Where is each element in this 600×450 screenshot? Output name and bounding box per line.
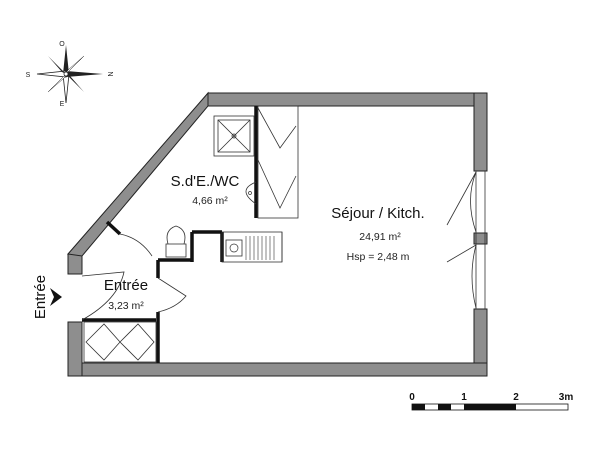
bathroom-area: 4,66 m²: [192, 195, 228, 207]
living-window: [446, 171, 488, 309]
hall-name: Entrée: [104, 277, 148, 294]
entry-door: [81, 271, 125, 321]
compass-east-label: E: [60, 101, 65, 108]
entrance-arrow-icon: [50, 288, 62, 306]
living-name: Séjour / Kitch.: [331, 205, 424, 222]
bathroom-closet: [257, 105, 299, 219]
outer-walls: [67, 91, 488, 377]
kitchen-unit: [221, 231, 283, 263]
washbasin: [245, 181, 257, 205]
entrance-label: Entrée: [32, 275, 49, 319]
toilet: [165, 225, 187, 258]
hall-area: 3,23 m²: [108, 300, 144, 312]
scale-tick-0: 0: [409, 392, 415, 403]
living-area: 24,91 m²: [359, 231, 401, 243]
shower-tray: [213, 115, 255, 157]
scale-bar: 0 1 2 3m: [409, 392, 574, 411]
compass-north-label: N: [106, 71, 113, 76]
bathroom-door: [119, 233, 153, 257]
bathroom-name: S.d'E./WC: [171, 173, 240, 190]
entrance-marker: Entrée: [32, 275, 62, 319]
scale-tick-1: 1: [461, 392, 467, 403]
compass-south-label: S: [26, 72, 31, 79]
compass-rose: O N S E: [26, 41, 113, 108]
scale-tick-2: 2: [513, 392, 519, 403]
hall-closet: [83, 321, 157, 363]
living-height: Hsp = 2,48 m: [347, 251, 410, 263]
compass-west-label: O: [59, 41, 65, 48]
scale-tick-3: 3m: [559, 392, 574, 403]
living-door: [157, 277, 187, 313]
